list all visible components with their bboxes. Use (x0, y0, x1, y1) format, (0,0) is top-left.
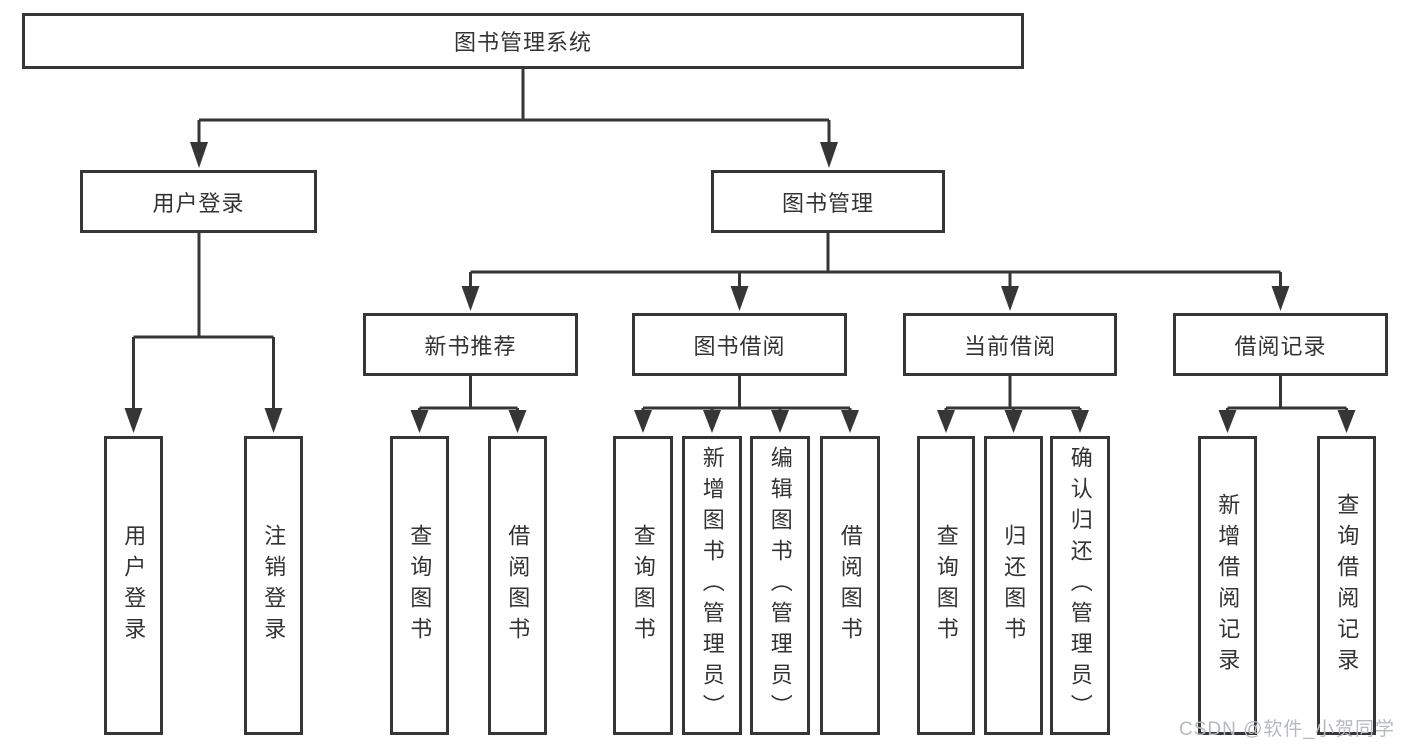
arrowhead (841, 410, 859, 433)
node-label: 借阅图书 (837, 523, 863, 648)
arrowhead (508, 410, 527, 433)
node-label: 注销登录 (261, 523, 287, 648)
node-book-management: 图书管理 (711, 170, 945, 233)
node-borrowing-records: 借阅记录 (1173, 313, 1388, 376)
arrowhead (730, 286, 749, 311)
leaf-return-books: 归还图书 (984, 436, 1043, 735)
arrowhead (1071, 410, 1089, 433)
leaf-query-books: 查询图书 (390, 436, 449, 735)
csdn-watermark: CSDN @软件_小贺同学 (1179, 719, 1395, 740)
node-label: 当前借阅 (963, 333, 1056, 359)
leaf-confirm-return-admin: 确认归还（管理员） (1050, 436, 1110, 735)
node-label: 新增借阅记录 (1215, 492, 1241, 679)
node-label: 查询借阅记录 (1334, 492, 1360, 679)
connector-new-book-to-leaves (410, 376, 527, 433)
arrowhead (1001, 286, 1019, 311)
node-label: 借阅记录 (1234, 333, 1327, 359)
leaf-query-borrow-record: 查询借阅记录 (1317, 436, 1376, 735)
connector-book-borrow-to-leaves (634, 376, 859, 433)
leaf-edit-book-admin: 编辑图书（管理员） (750, 436, 810, 735)
arrowhead (410, 410, 429, 433)
node-label: 图书借阅 (693, 333, 786, 359)
connector-borrow-records-to-leaves (1218, 376, 1356, 433)
node-user-login: 用户登录 (80, 170, 317, 233)
node-label: 图书管理系统 (453, 30, 592, 55)
leaf-borrow-books: 借阅图书 (820, 436, 880, 735)
node-label: 借阅图书 (505, 523, 531, 648)
arrowhead (461, 286, 480, 311)
node-label: 新增图书（管理员） (699, 446, 725, 725)
leaf-borrow-books: 借阅图书 (488, 436, 547, 735)
node-label: 新书推荐 (424, 333, 517, 359)
arrowhead (703, 410, 721, 433)
connector-current-borrow-to-leaves (937, 376, 1089, 433)
node-library-system: 图书管理系统 (22, 13, 1024, 69)
arrowhead (190, 142, 208, 168)
node-label: 归还图书 (1001, 523, 1027, 648)
leaf-query-books: 查询图书 (917, 436, 975, 735)
arrowhead (937, 410, 955, 433)
node-label: 查询图书 (630, 523, 656, 648)
node-label: 查询图书 (933, 523, 959, 648)
arrowhead (771, 410, 789, 433)
node-label: 图书管理 (781, 190, 874, 216)
leaf-add-book-admin: 新增图书（管理员） (682, 436, 742, 735)
node-label: 查询图书 (407, 523, 433, 648)
node-new-book-recommendation: 新书推荐 (363, 313, 578, 376)
arrowhead (264, 408, 283, 433)
leaf-logout: 注销登录 (244, 436, 303, 735)
arrowhead (820, 142, 838, 168)
arrowhead (1271, 286, 1290, 311)
arrowhead (124, 408, 143, 433)
node-label: 确认归还（管理员） (1067, 446, 1093, 725)
node-current-borrowing: 当前借阅 (903, 313, 1117, 376)
connector-user-login-to-leaves (124, 233, 283, 433)
leaf-query-books: 查询图书 (613, 436, 673, 735)
leaf-user-login: 用户登录 (104, 436, 163, 735)
leaf-add-borrow-record: 新增借阅记录 (1198, 436, 1257, 735)
node-label: 编辑图书（管理员） (767, 446, 793, 725)
node-label: 用户登录 (121, 523, 147, 648)
node-book-borrowing: 图书借阅 (632, 313, 847, 376)
arrowhead (1337, 410, 1356, 433)
connector-root-to-level2 (190, 69, 838, 168)
node-label: 用户登录 (152, 190, 245, 216)
arrowhead (1218, 410, 1237, 433)
arrowhead (1004, 410, 1023, 433)
connector-book-management-to-level3 (461, 233, 1290, 311)
arrowhead (634, 410, 652, 433)
